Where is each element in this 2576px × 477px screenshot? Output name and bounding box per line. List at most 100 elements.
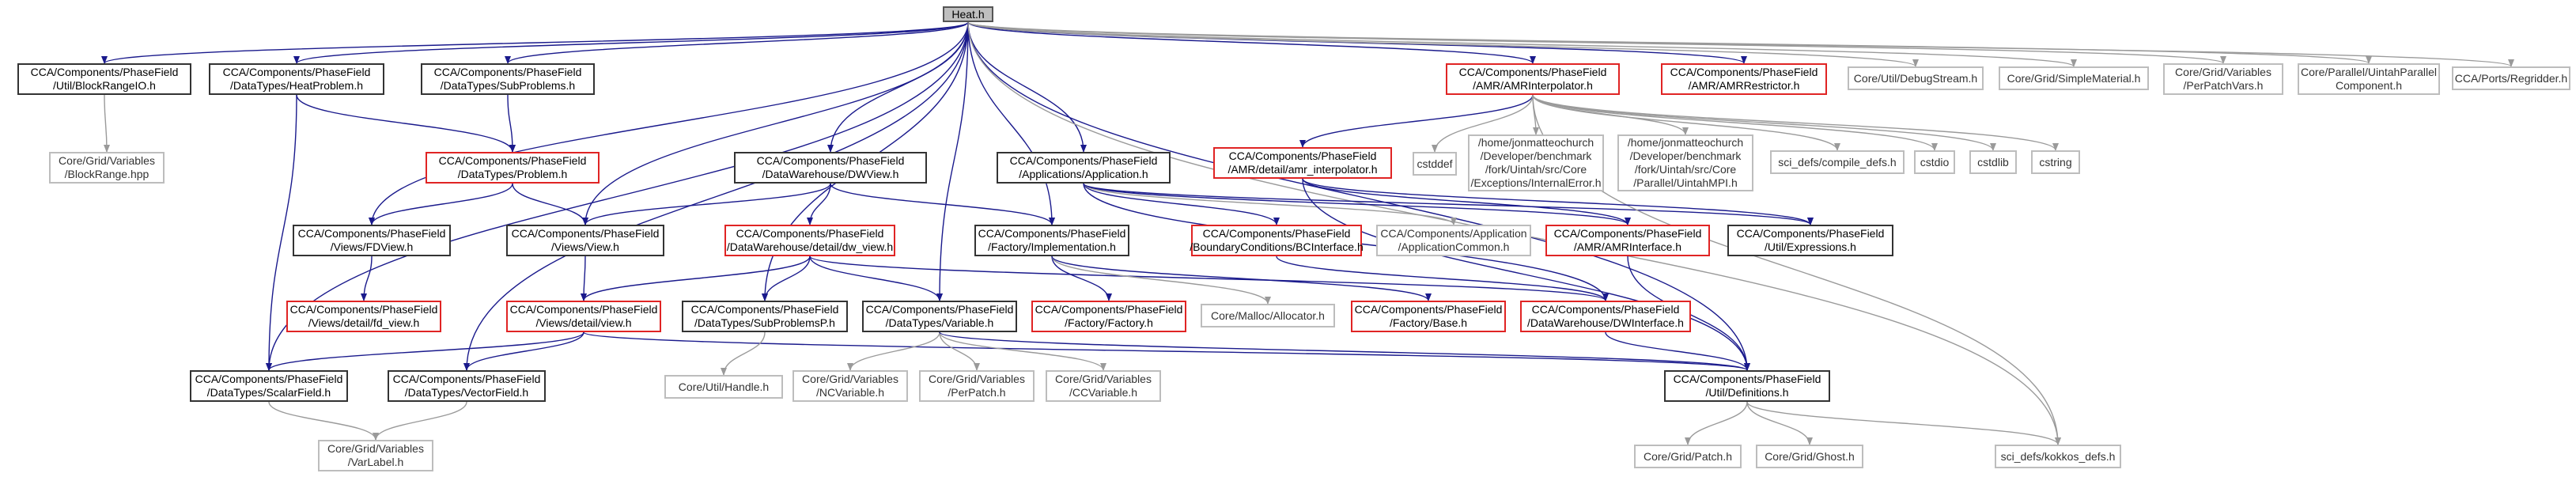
node-amr-interface[interactable]: CCA/Components/PhaseField /AMR/AMRInterf… bbox=[1545, 225, 1710, 256]
node-cstdlib[interactable]: cstdlib bbox=[1969, 150, 2017, 174]
edge-factory_impl-to-factory_h bbox=[1051, 256, 1112, 301]
edge-root-to-heat_problem bbox=[293, 21, 969, 64]
edge-application-to-application_common bbox=[1083, 183, 1457, 225]
edge-amr_interpolator-to-cstddef bbox=[1432, 94, 1534, 153]
node-view[interactable]: CCA/Components/PhaseField /Views/View.h bbox=[506, 225, 664, 256]
node-vector-field[interactable]: CCA/Components/PhaseField /DataTypes/Vec… bbox=[388, 370, 546, 402]
edge-amr_interpolator-to-amr_interpolator_detail bbox=[1299, 94, 1534, 148]
node-kokkos-defs[interactable]: sci_defs/kokkos_defs.h bbox=[1995, 445, 2121, 468]
node-dw-view-detail[interactable]: CCA/Components/PhaseField /DataWarehouse… bbox=[724, 225, 895, 256]
node-variable[interactable]: CCA/Components/PhaseField /DataTypes/Var… bbox=[862, 301, 1017, 332]
edge-amr_interpolator_detail-to-expressions bbox=[1302, 178, 1814, 225]
node-sub-problems[interactable]: CCA/Components/PhaseField /DataTypes/Sub… bbox=[421, 63, 595, 95]
edge-block_range_io-to-block_range_hpp bbox=[103, 94, 110, 153]
edge-amr_interpolator-to-cstdio bbox=[1532, 94, 1938, 151]
edge-root-to-debug_stream bbox=[967, 21, 1919, 67]
node-factory-base[interactable]: CCA/Components/PhaseField /Factory/Base.… bbox=[1351, 301, 1506, 332]
edge-application-to-amr_interface bbox=[1083, 183, 1631, 225]
edge-root-to-amr_interpolator bbox=[967, 21, 1536, 64]
edge-view_detail-to-vector_field bbox=[463, 331, 584, 371]
edge-factory_impl-to-factory_base bbox=[1051, 256, 1432, 301]
node-simple-material[interactable]: Core/Grid/SimpleMaterial.h bbox=[1999, 66, 2149, 90]
node-scalar-field[interactable]: CCA/Components/PhaseField /DataTypes/Sca… bbox=[190, 370, 348, 402]
edge-definitions-to-ghost bbox=[1746, 401, 1813, 445]
edge-amr_interpolator-to-cstdlib bbox=[1532, 94, 1996, 151]
node-compile-defs[interactable]: sci_defs/compile_defs.h bbox=[1770, 150, 1905, 174]
edge-view_detail-to-scalar_field bbox=[266, 331, 584, 371]
edge-application-to-bc_interface bbox=[1083, 183, 1280, 225]
edge-root-to-definitions bbox=[967, 21, 1750, 371]
edge-amr_interpolator_detail-to-definitions bbox=[1302, 178, 1750, 371]
node-handle[interactable]: Core/Util/Handle.h bbox=[664, 375, 783, 399]
node-internal-error[interactable]: /home/jonmatteochurch /Developer/benchma… bbox=[1468, 134, 1604, 191]
node-heat-problem[interactable]: CCA/Components/PhaseField /DataTypes/Hea… bbox=[209, 63, 384, 95]
edge-root-to-dw_view bbox=[827, 21, 969, 153]
edge-root-to-regridder bbox=[967, 21, 2514, 67]
edge-root-to-block_range_io bbox=[101, 21, 969, 64]
edge-dw_interface-to-definitions bbox=[1605, 331, 1750, 371]
edge-definitions-to-patch bbox=[1685, 401, 1748, 445]
node-allocator[interactable]: Core/Malloc/Allocator.h bbox=[1201, 304, 1335, 327]
node-view-detail[interactable]: CCA/Components/PhaseField /Views/detail/… bbox=[506, 301, 661, 332]
edge-view_detail-to-definitions bbox=[583, 331, 1750, 371]
node-uintah-parallel-component[interactable]: Core/Parallel/UintahParallel Component.h bbox=[2298, 63, 2440, 95]
edge-variable-to-per_patch bbox=[939, 331, 980, 371]
edge-root-to-application bbox=[967, 21, 1087, 153]
edge-dw_view-to-factory_impl bbox=[830, 183, 1055, 225]
edge-root-to-vector_field bbox=[463, 21, 969, 371]
edge-sub_problems-to-problem bbox=[507, 94, 516, 153]
node-per-patch-vars[interactable]: Core/Grid/Variables /PerPatchVars.h bbox=[2163, 63, 2283, 95]
edge-variable-to-cc_variable bbox=[939, 331, 1106, 371]
node-block-range-io[interactable]: CCA/Components/PhaseField /Util/BlockRan… bbox=[17, 63, 191, 95]
node-bc-interface[interactable]: CCA/Components/PhaseField /BoundaryCondi… bbox=[1190, 225, 1364, 256]
node-debug-stream[interactable]: Core/Util/DebugStream.h bbox=[1848, 66, 1984, 90]
node-fd-view[interactable]: CCA/Components/PhaseField /Views/FDView.… bbox=[293, 225, 451, 256]
node-heat-h[interactable]: Heat.h bbox=[943, 6, 993, 22]
edge-variable-to-definitions bbox=[939, 331, 1750, 371]
edge-application-to-expressions bbox=[1083, 183, 1814, 225]
node-application-common[interactable]: CCA/Components/Application /ApplicationC… bbox=[1376, 225, 1531, 256]
node-dw-view[interactable]: CCA/Components/PhaseField /DataWarehouse… bbox=[734, 152, 927, 184]
edge-root-to-simple_material bbox=[967, 21, 2077, 67]
node-per-patch[interactable]: Core/Grid/Variables /PerPatch.h bbox=[919, 370, 1035, 402]
node-cc-variable[interactable]: Core/Grid/Variables /CCVariable.h bbox=[1046, 370, 1161, 402]
node-application[interactable]: CCA/Components/PhaseField /Applications/… bbox=[997, 152, 1171, 184]
edge-heat_problem-to-problem bbox=[296, 94, 516, 153]
edge-dw_view_detail-to-variable bbox=[809, 256, 943, 301]
edge-dw_view_detail-to-view_detail bbox=[581, 256, 811, 301]
node-patch[interactable]: Core/Grid/Patch.h bbox=[1634, 445, 1742, 468]
node-amr-interpolator[interactable]: CCA/Components/PhaseField /AMR/AMRInterp… bbox=[1446, 63, 1620, 95]
edge-heat_problem-to-scalar_field bbox=[266, 94, 297, 371]
edge-bc_interface-to-dw_interface bbox=[1276, 256, 1609, 301]
node-amr-interpolator-detail[interactable]: CCA/Components/PhaseField /AMR/detail/am… bbox=[1213, 147, 1392, 179]
edge-root-to-factory_impl bbox=[967, 21, 1055, 225]
edge-amr_interpolator-to-cstring bbox=[1532, 94, 2059, 151]
edge-root-to-sub_problems bbox=[505, 21, 969, 64]
node-problem[interactable]: CCA/Components/PhaseField /DataTypes/Pro… bbox=[426, 152, 600, 184]
node-amr-restrictor[interactable]: CCA/Components/PhaseField /AMR/AMRRestri… bbox=[1661, 63, 1827, 95]
edge-variable-to-nc_variable bbox=[847, 331, 940, 371]
edge-dw_view-to-view bbox=[582, 183, 831, 225]
edge-dw_view-to-dw_view_detail bbox=[807, 183, 831, 225]
edge-problem-to-fd_view bbox=[369, 183, 513, 225]
node-factory-h[interactable]: CCA/Components/PhaseField /Factory/Facto… bbox=[1031, 301, 1186, 332]
node-cstdio[interactable]: cstdio bbox=[1914, 150, 1955, 174]
node-ghost[interactable]: Core/Grid/Ghost.h bbox=[1756, 445, 1863, 468]
node-factory-implementation[interactable]: CCA/Components/PhaseField /Factory/Imple… bbox=[974, 225, 1129, 256]
edge-root-to-fd_view bbox=[369, 21, 969, 225]
node-expressions[interactable]: CCA/Components/PhaseField /Util/Expressi… bbox=[1727, 225, 1893, 256]
node-cstring[interactable]: cstring bbox=[2031, 150, 2080, 174]
node-cstddef[interactable]: cstddef bbox=[1413, 152, 1457, 176]
node-nc-variable[interactable]: Core/Grid/Variables /NCVariable.h bbox=[792, 370, 908, 402]
node-sub-problems-p[interactable]: CCA/Components/PhaseField /DataTypes/Sub… bbox=[682, 301, 848, 332]
node-regridder[interactable]: CCA/Ports/Regridder.h bbox=[2452, 66, 2570, 90]
edge-fd_view-to-fd_view_detail bbox=[361, 256, 373, 301]
node-fd-view-detail[interactable]: CCA/Components/PhaseField /Views/detail/… bbox=[286, 301, 441, 332]
edge-definitions-to-kokkos_defs bbox=[1746, 401, 2061, 445]
node-var-label[interactable]: Core/Grid/Variables /VarLabel.h bbox=[318, 440, 433, 471]
node-block-range-hpp[interactable]: Core/Grid/Variables /BlockRange.hpp bbox=[49, 152, 165, 184]
node-uintah-mpi[interactable]: /home/jonmatteochurch /Developer/benchma… bbox=[1617, 134, 1753, 191]
node-dw-interface[interactable]: CCA/Components/PhaseField /DataWarehouse… bbox=[1520, 301, 1691, 332]
node-definitions[interactable]: CCA/Components/PhaseField /Util/Definiti… bbox=[1664, 370, 1830, 402]
